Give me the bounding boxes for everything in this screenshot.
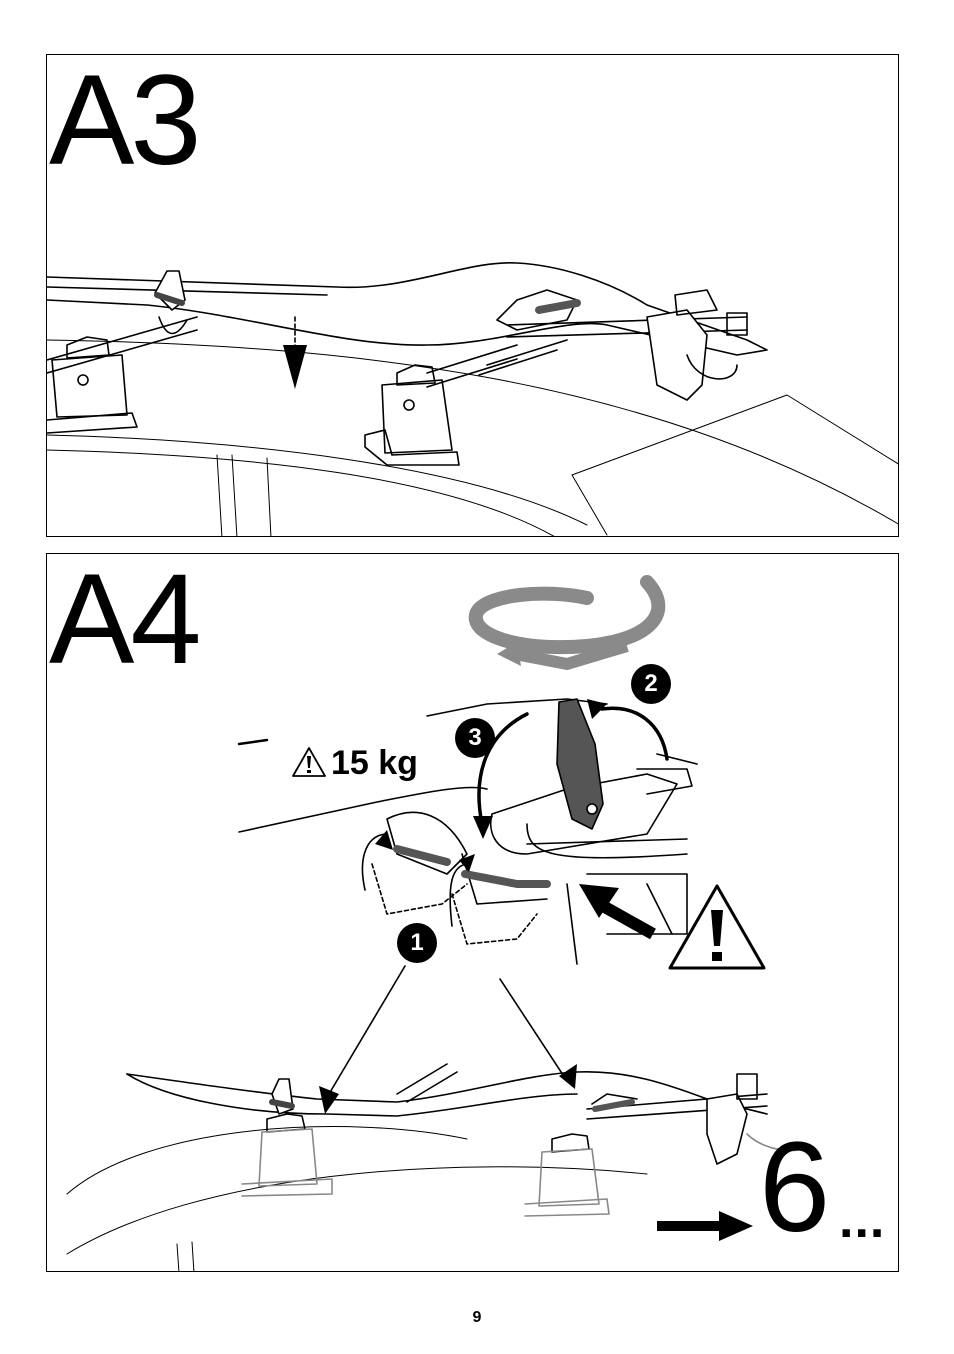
arrow-right-icon <box>657 1211 753 1241</box>
step-label-a4: A4 <box>49 556 198 684</box>
step-panel-a4: A4 15 kg 1 2 3 6 ... <box>46 553 899 1272</box>
next-step-ellipsis: ... <box>839 1194 885 1246</box>
weight-limit: 15 kg <box>293 744 418 783</box>
step-panel-a3: A3 <box>46 54 899 537</box>
callout-1: 1 <box>397 923 437 963</box>
callout-3: 3 <box>455 718 495 758</box>
weight-limit-text: 15 kg <box>331 744 418 783</box>
step-label-a3: A3 <box>49 57 198 185</box>
callout-2: 2 <box>631 664 671 704</box>
dashed-down-arrow-icon <box>283 345 307 389</box>
warning-triangle-icon <box>670 886 764 968</box>
page-number: 9 <box>0 1309 954 1327</box>
next-step-number: 6 <box>759 1124 830 1252</box>
rotate-arrow-icon <box>476 582 659 666</box>
